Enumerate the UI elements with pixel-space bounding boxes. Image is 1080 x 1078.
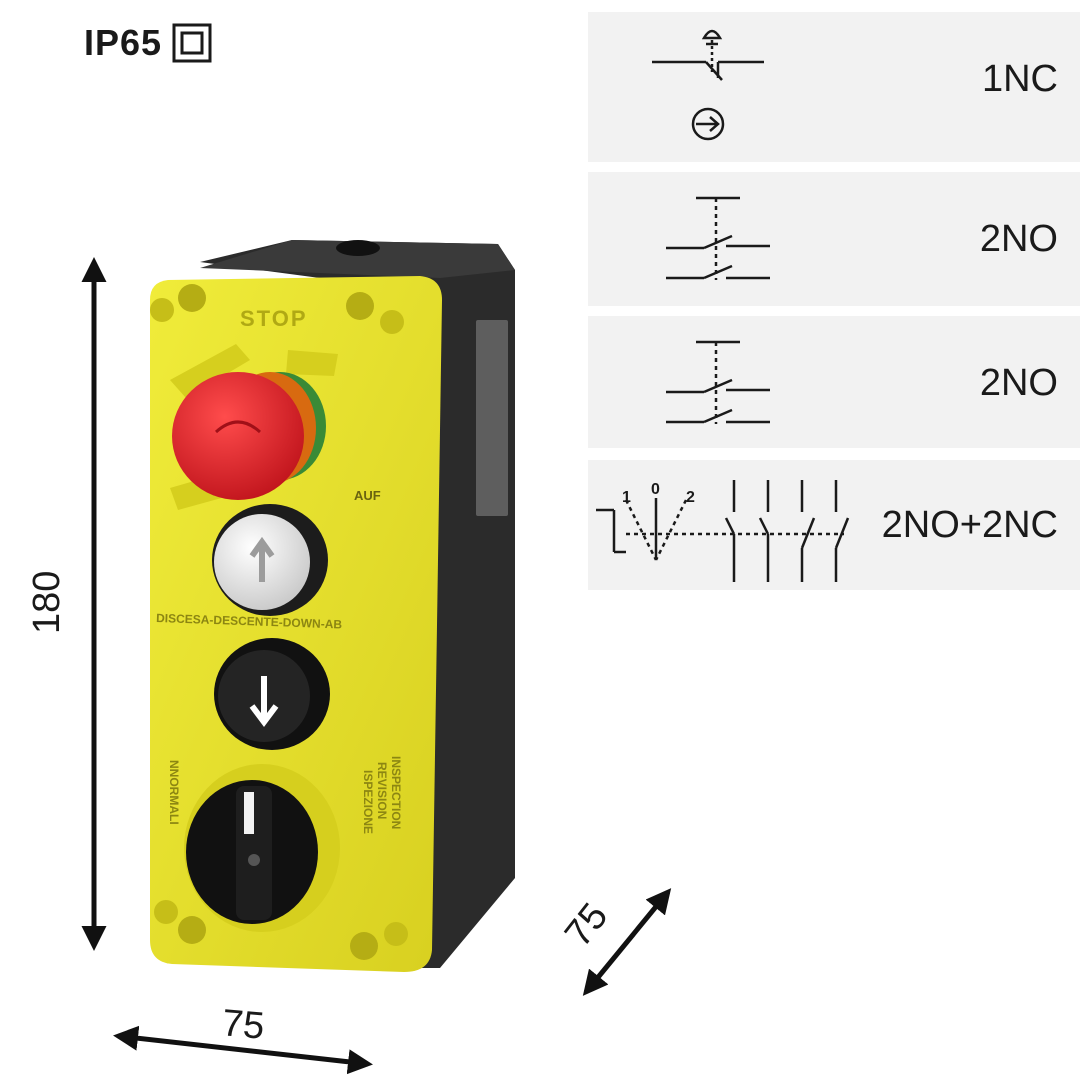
spec-row-button-2: 2NO <box>588 316 1080 448</box>
spec-row-button-1: 2NO <box>588 172 1080 306</box>
housing-side-label <box>476 320 508 516</box>
inspection-label-a: ISPEZIONE <box>361 770 375 834</box>
normal-label: NNORMALI <box>167 760 181 825</box>
up-label: AUF <box>354 488 381 503</box>
contact-type-label: 2NO <box>979 218 1058 260</box>
dimension-arrows <box>81 257 672 1075</box>
position-label-2: 2 <box>686 489 695 506</box>
down-label: DISCESA-DESCENTE-DOWN-AB <box>156 611 343 631</box>
contact-type-label: 2NO <box>979 362 1058 404</box>
position-label-1: 1 <box>622 489 631 506</box>
pushbutton-2no-symbol <box>666 196 770 280</box>
spec-row-selector: 1 0 2 2NO+2NC <box>588 460 1080 590</box>
emergency-stop-nc-symbol <box>652 29 764 141</box>
selector-3pos-symbol: 1 0 2 <box>596 480 850 582</box>
inspection-label-b: REVISION <box>375 762 389 819</box>
double-insulation-square-icon <box>172 23 212 63</box>
inspection-label-c: INSPECTION <box>389 756 403 829</box>
pushbutton-2no-symbol <box>666 340 770 424</box>
position-label-0: 0 <box>651 481 660 498</box>
ip-rating-text: IP65 <box>84 22 163 63</box>
down-button <box>214 638 330 750</box>
emergency-stop-button <box>170 344 338 510</box>
spec-row-emergency-stop: 1NC <box>588 12 1080 162</box>
up-button <box>212 504 328 616</box>
stop-label: STOP <box>240 306 308 331</box>
arrow-up-icon <box>249 536 275 582</box>
width-arrow <box>113 1025 373 1075</box>
width-dimension-label: 75 <box>220 1002 267 1048</box>
key-selector-switch <box>184 764 340 932</box>
height-dimension-label: 180 <box>26 570 68 634</box>
contact-type-label: 2NO+2NC <box>881 504 1058 546</box>
arrow-down-icon <box>249 676 279 727</box>
protection-rating: IP65 <box>84 22 212 64</box>
contact-type-label: 1NC <box>981 58 1058 100</box>
depth-arrow <box>582 888 672 996</box>
